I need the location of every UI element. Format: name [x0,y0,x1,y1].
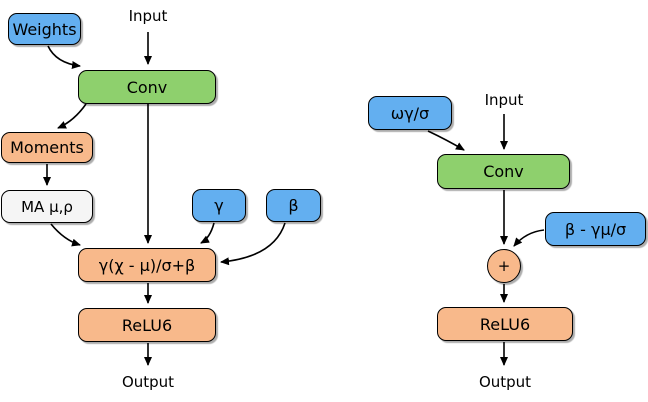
conv-node-right: Conv [437,154,570,189]
conv-node-left: Conv [78,70,216,104]
arrow-beta-to-batchnorm [220,222,286,266]
moving-average-node: MA μ,ρ [1,190,93,223]
beta-node: β [266,189,321,222]
folded-weights-node: ωγ/σ [368,96,452,130]
batchnorm-formula-node: γ(χ - μ)/σ+β [78,248,216,282]
arrow-ma-to-batchnorm [50,223,81,247]
output-label-right: Output [478,373,532,391]
input-label-right: Input [484,91,524,109]
arrow-folded-bias-to-add [513,229,545,247]
arrow-weights-to-conv [47,45,81,69]
gamma-node: γ [192,189,246,222]
moments-node: Moments [1,132,93,163]
relu6-node-right: ReLU6 [437,307,573,341]
folded-bias-node: β - γμ/σ [545,212,646,246]
input-label-left: Input [128,7,168,25]
output-label-left: Output [121,373,175,391]
weights-node: Weights [8,13,81,45]
arrow-folded-weights-to-conv [427,130,465,151]
relu6-node-left: ReLU6 [78,308,216,342]
arrow-conv-to-moments [57,103,87,129]
add-node: + [487,249,521,283]
arrow-gamma-to-batchnorm [200,222,215,244]
